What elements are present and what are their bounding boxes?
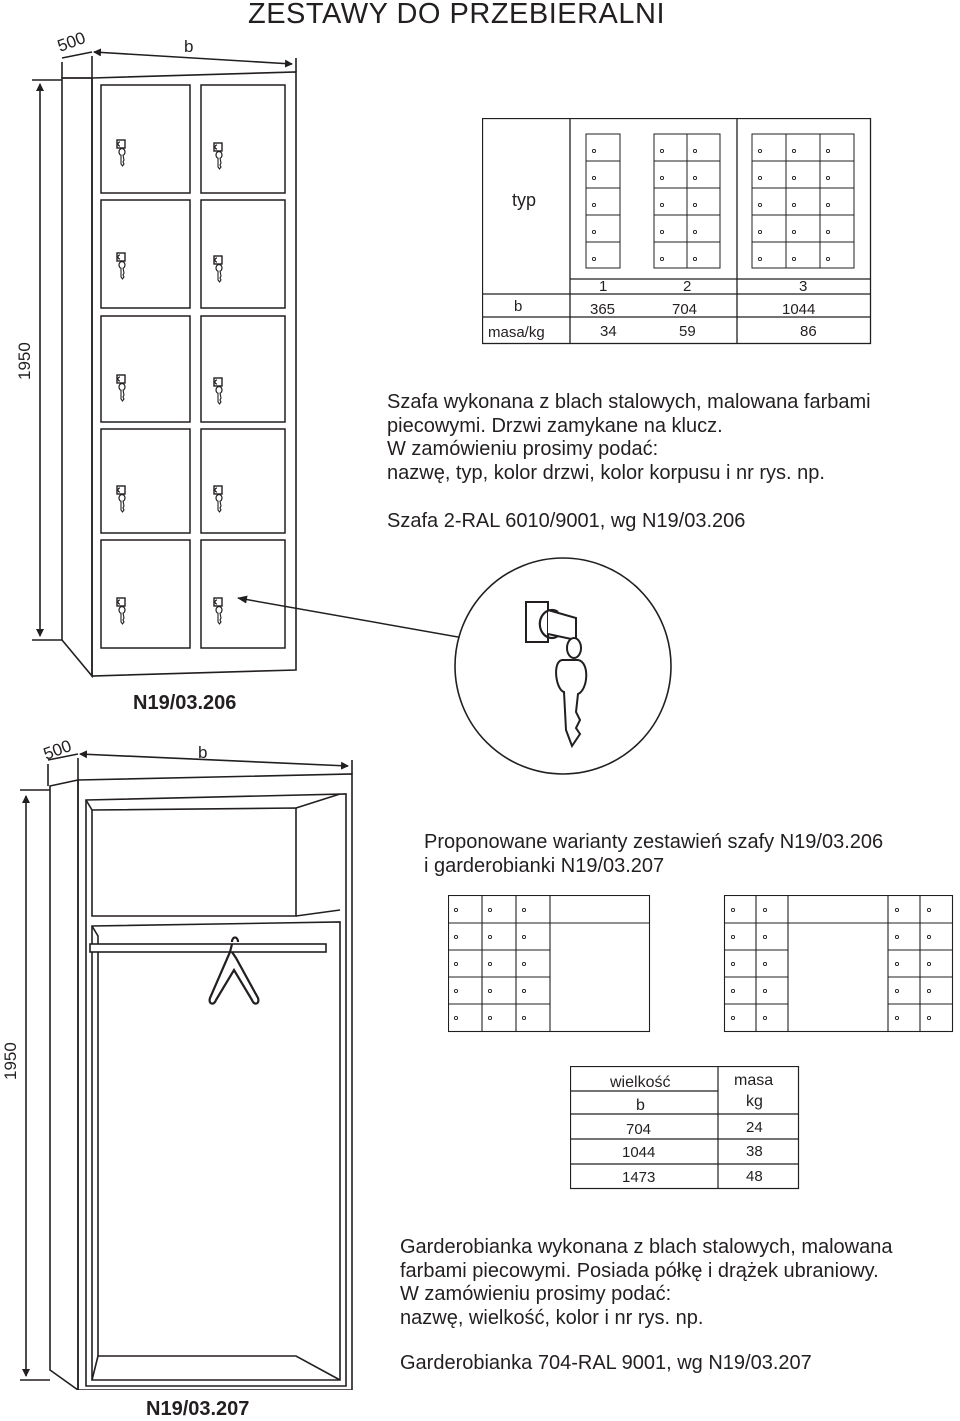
b-value-2: 704 bbox=[672, 301, 697, 318]
wardrobe-depth-label: 500 bbox=[41, 736, 74, 764]
size-row-2-b: 1044 bbox=[622, 1144, 655, 1161]
variant-schematics bbox=[448, 895, 954, 1033]
wardrobe-width-label: b bbox=[198, 743, 207, 762]
wardrobe-code: N19/03.207 bbox=[146, 1398, 250, 1420]
typ-label: typ bbox=[512, 190, 536, 210]
locker-cabinet-drawing: 500 b 1950 bbox=[15, 28, 297, 679]
wardrobe-size-table: wielkość b masa kg 704 24 1044 38 1473 4… bbox=[570, 1066, 800, 1190]
size-row-3-b: 1473 bbox=[622, 1169, 655, 1186]
variants-text: Proponowane warianty zestawień szafy N19… bbox=[424, 831, 884, 877]
mass-value-1: 34 bbox=[600, 323, 617, 340]
size-subheader: b bbox=[636, 1097, 645, 1114]
wardrobe-height-label: 1950 bbox=[1, 1042, 20, 1080]
b-value-1: 365 bbox=[590, 301, 615, 318]
size-row-3-kg: 48 bbox=[746, 1168, 763, 1185]
locker-description: Szafa wykonana z blach stalowych, malowa… bbox=[387, 391, 871, 484]
b-value-3: 1044 bbox=[782, 301, 815, 318]
hanger-icon bbox=[208, 936, 260, 1005]
size-row-2-kg: 38 bbox=[746, 1143, 763, 1160]
type-3-label: 3 bbox=[799, 278, 807, 295]
wardrobe-description: Garderobianka wykonana z blach stalowych… bbox=[400, 1236, 893, 1329]
wardrobe-drawing: 500 b 1950 bbox=[1, 736, 353, 1390]
type-1-label: 1 bbox=[599, 278, 607, 295]
locker-code: N19/03.206 bbox=[133, 692, 237, 714]
size-header: wielkość bbox=[609, 1074, 670, 1091]
locker-type-table: typ 1 2 3 b 365 704 1044 masa/kg 34 59 8… bbox=[482, 118, 872, 345]
size-row-1-b: 704 bbox=[626, 1121, 651, 1138]
type-2-label: 2 bbox=[683, 278, 691, 295]
mass-row-label: masa/kg bbox=[488, 324, 545, 341]
page-title: ZESTAWY DO PRZEBIERALNI bbox=[248, 0, 666, 30]
locker-height-label: 1950 bbox=[15, 342, 34, 380]
mass-value-3: 86 bbox=[800, 323, 817, 340]
key-detail-icon bbox=[454, 557, 672, 775]
mass-header: masa bbox=[734, 1072, 773, 1089]
mass-value-2: 59 bbox=[679, 323, 696, 340]
locker-example: Szafa 2-RAL 6010/9001, wg N19/03.206 bbox=[387, 510, 746, 532]
size-row-1-kg: 24 bbox=[746, 1119, 763, 1136]
mass-subheader: kg bbox=[746, 1093, 763, 1110]
b-row-label: b bbox=[514, 298, 522, 315]
detail-pointer bbox=[237, 557, 672, 775]
locker-width-label: b bbox=[184, 37, 193, 56]
wardrobe-example: Garderobianka 704-RAL 9001, wg N19/03.20… bbox=[400, 1352, 812, 1374]
